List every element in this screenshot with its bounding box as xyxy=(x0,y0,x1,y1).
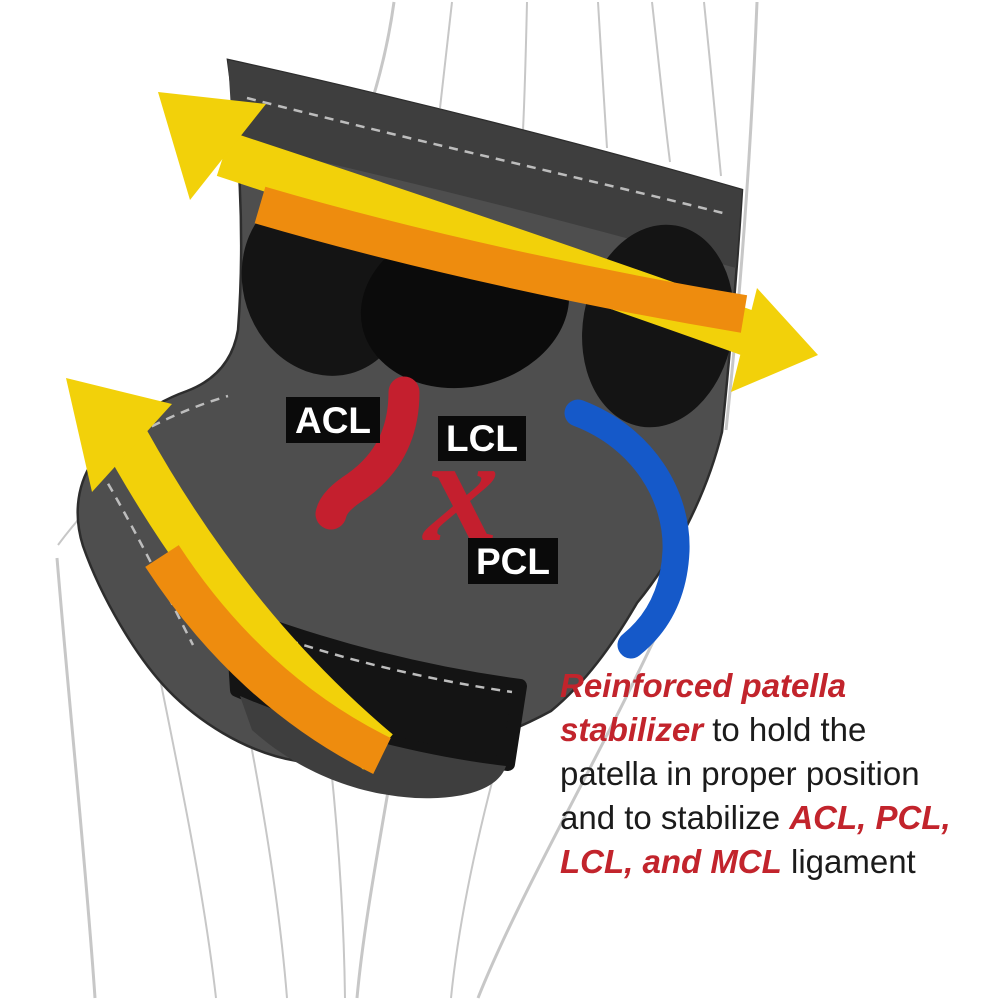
caption-emphasis: LCL, and MCL xyxy=(560,843,782,880)
calf-right-edge xyxy=(355,773,393,999)
caption-line-3: patella in proper position xyxy=(560,752,972,796)
bottom-arrow-head xyxy=(66,378,172,492)
caption-line-1: Reinforced patella xyxy=(560,664,972,708)
pcl-label: PCL xyxy=(468,538,558,584)
shin-left-edge xyxy=(55,557,97,999)
acl-label-box xyxy=(286,397,380,443)
pcl-label-box xyxy=(468,538,558,584)
acl-ligament-shape xyxy=(315,376,420,530)
top-arrow-orange-strap xyxy=(254,186,748,333)
caption-text: ligament xyxy=(781,843,916,880)
caption: Reinforced patella stabilizer to hold th… xyxy=(560,664,972,884)
caption-line-2: stabilizer to hold the xyxy=(560,708,972,752)
caption-text: and to stabilize xyxy=(560,799,790,836)
caption-text: to hold the xyxy=(703,711,867,748)
strap-bottom-arrow xyxy=(66,378,393,774)
pcl-label-text: PCL xyxy=(476,541,550,582)
caption-line-4: and to stabilize ACL, PCL, xyxy=(560,796,972,840)
lcl-label-text: LCL xyxy=(446,418,518,459)
caption-emphasis: ACL, PCL, xyxy=(789,799,951,836)
caption-emphasis: stabilizer xyxy=(560,711,704,748)
patella-stabilizer-arc xyxy=(564,399,690,659)
caption-text: patella in proper position xyxy=(560,755,920,792)
top-arrow-left-head xyxy=(158,92,266,200)
acl-label-text: ACL xyxy=(295,400,371,441)
caption-emphasis: Reinforced patella xyxy=(560,667,847,704)
calf-back-edge xyxy=(476,613,668,999)
lcl-label: LCL xyxy=(438,416,526,461)
caption-line-5: LCL, and MCL ligament xyxy=(560,840,972,884)
brace-upper-strap xyxy=(228,60,742,268)
lcl-label-box xyxy=(438,416,526,461)
top-arrow-right-head xyxy=(731,288,818,392)
bottom-arrow-orange-strap xyxy=(145,545,391,774)
acl-label: ACL xyxy=(286,397,380,443)
thigh-right-edge xyxy=(724,1,759,431)
strap-top-arrow xyxy=(158,92,818,392)
